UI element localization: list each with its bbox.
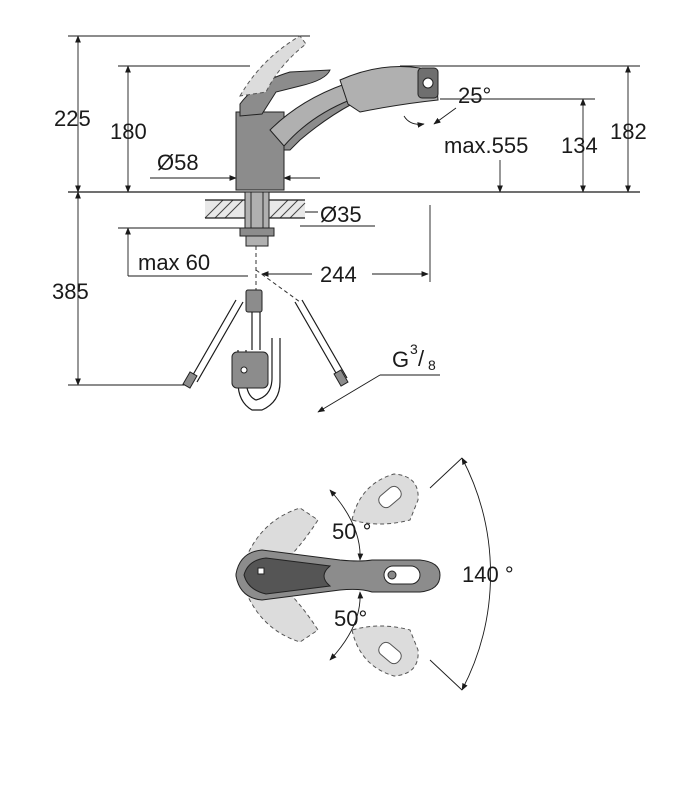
label-reach: 244 — [320, 262, 357, 287]
label-lever-angle-down: 50° — [334, 606, 367, 631]
label-body-diameter: Ø58 — [157, 150, 199, 175]
label-hose-extension: max.555 — [444, 133, 528, 158]
label-hose-length: 385 — [52, 279, 89, 304]
lever-arc-up — [329, 489, 364, 561]
label-thread: G — [392, 347, 409, 372]
supply-hose-right-a — [294, 301, 341, 381]
spray-arc — [403, 115, 425, 128]
swivel-ref-top — [429, 457, 463, 489]
hose-connector — [245, 289, 263, 313]
label-thread-slash: / — [418, 346, 425, 371]
supply-nut-left — [182, 371, 198, 389]
label-hole-diameter: Ø35 — [320, 202, 362, 227]
hose-dash-link — [255, 269, 301, 303]
label-total-height: 225 — [54, 106, 91, 131]
label-thread-numerator: 3 — [410, 341, 418, 357]
label-spray-angle: 25° — [458, 83, 491, 108]
spray-angle-arrow — [433, 107, 457, 125]
hose-lower — [251, 312, 261, 350]
top-view: 50 ° 50° 140 ° — [235, 457, 514, 691]
swivel-ref-bottom — [429, 659, 463, 691]
label-thread-denominator: 8 — [428, 357, 436, 373]
supply-hose-right-b — [301, 299, 348, 379]
mounting-shank — [244, 191, 270, 229]
supply-nut-right — [333, 369, 349, 387]
hose-loop — [237, 338, 281, 411]
lever-raised-ghost — [239, 35, 307, 97]
mounting-bracket — [245, 235, 269, 247]
lever-top — [243, 557, 332, 595]
supply-hose-left-a — [189, 299, 237, 381]
fixing-nut — [239, 227, 275, 237]
spray-button — [383, 565, 421, 585]
lever-arc-down — [329, 591, 364, 661]
label-outlet-height: 134 — [561, 133, 598, 158]
side-view: 225 180 182 134 25° max.555 Ø58 Ø35 max … — [52, 35, 647, 413]
label-total-swivel: 140 ° — [462, 562, 514, 587]
swivel-arc-140 — [461, 457, 491, 691]
label-lever-angle-up: 50 ° — [332, 519, 371, 544]
hose-weight — [231, 351, 269, 389]
label-lever-height: 180 — [110, 119, 147, 144]
label-max-counter: max 60 — [138, 250, 210, 275]
supply-hose-left-b — [196, 301, 244, 383]
label-spout-reach-height: 182 — [610, 119, 647, 144]
thread-leader — [317, 374, 381, 413]
